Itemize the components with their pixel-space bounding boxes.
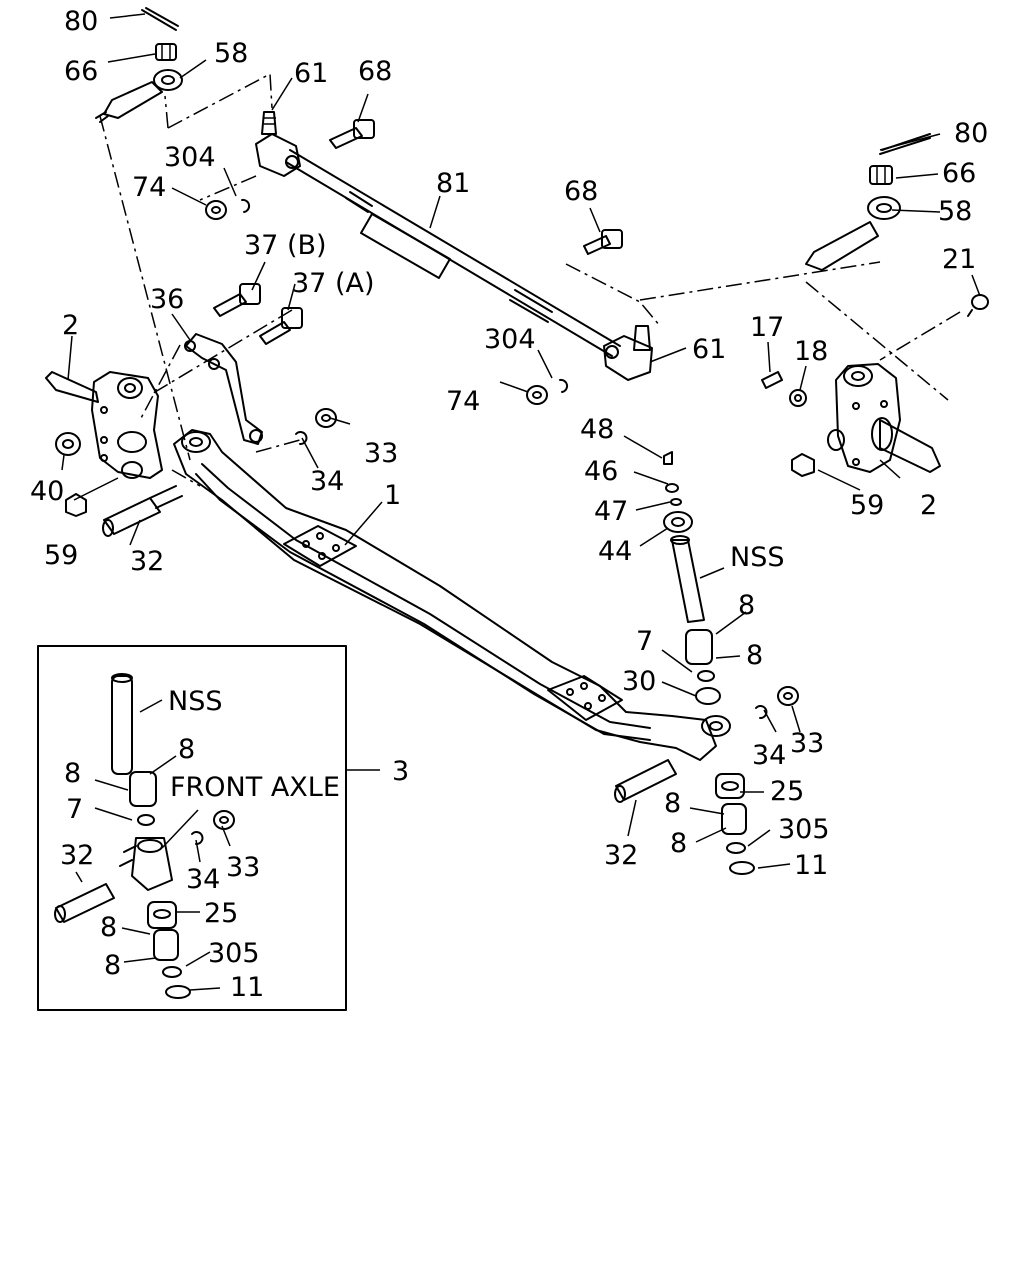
label-304-right: 304: [484, 324, 536, 355]
label-17: 17: [750, 312, 784, 343]
label-40: 40: [30, 476, 64, 507]
grease-nipple-21: [967, 294, 989, 317]
steering-knuckle-right: [827, 363, 941, 473]
label-80-left: 80: [64, 6, 98, 37]
cotter-pin-80-right: [879, 133, 931, 155]
front-axle-inset: [37, 645, 347, 1011]
clamp-nut-74-left: [205, 200, 227, 220]
tie-rod-end-61-left: [255, 111, 301, 177]
castle-nut-66-right: [869, 165, 893, 185]
label-3: 3: [392, 756, 409, 787]
tie-rod-end-61-right: [603, 325, 653, 381]
label-305-right: 305: [778, 814, 830, 845]
label-68-right: 68: [564, 176, 598, 207]
king-pin-stack-right: [614, 451, 799, 875]
nut-18: [789, 389, 807, 407]
label-nss-inset: NSS: [168, 686, 222, 717]
label-32-right: 32: [604, 840, 638, 871]
bolt-17: [761, 371, 783, 389]
label-305-inset: 305: [208, 938, 260, 969]
label-8-inset-b: 8: [64, 758, 81, 789]
cotter-bolt-32-left: [102, 485, 183, 537]
label-74-left: 74: [132, 172, 166, 203]
leader-lines: [61, 13, 981, 991]
label-11-inset: 11: [230, 972, 264, 1003]
label-8-inset-d: 8: [104, 950, 121, 981]
label-61-left: 61: [294, 58, 328, 89]
bolt-68-left: [329, 119, 375, 149]
bolt-37b: [213, 283, 261, 317]
label-80-right: 80: [954, 118, 988, 149]
label-81: 81: [436, 168, 470, 199]
label-25-right: 25: [770, 776, 804, 807]
steering-arm-36: [184, 333, 263, 445]
label-34-left: 34: [310, 466, 344, 497]
label-8-inset-c: 8: [100, 912, 117, 943]
inset-title: FRONT AXLE: [170, 772, 340, 803]
label-33-inset: 33: [226, 852, 260, 883]
cotter-pin-80-left: [141, 7, 179, 31]
label-8-right-d: 8: [670, 828, 687, 859]
tie-rod-end-left: [95, 69, 183, 123]
label-32-inset: 32: [60, 840, 94, 871]
label-18: 18: [794, 336, 828, 367]
nut-33-left: [315, 408, 337, 428]
label-36: 36: [150, 284, 184, 315]
callout-labels: 80 66 58 61 68 304 74 81 37 (B) 37 (A) 3…: [30, 6, 988, 1003]
label-8-right-c: 8: [664, 788, 681, 819]
label-59-left: 59: [44, 540, 78, 571]
bolt-68-right: [583, 229, 623, 255]
tie-rod-end-right: [805, 196, 901, 271]
label-2-right: 2: [920, 490, 937, 521]
label-2-left: 2: [62, 310, 79, 341]
label-nss-right: NSS: [730, 542, 784, 573]
label-34-inset: 34: [186, 864, 220, 895]
label-46: 46: [584, 456, 618, 487]
clamp-nut-74-right: [526, 385, 548, 405]
label-58-left: 58: [214, 38, 248, 69]
label-8-inset-a: 8: [178, 734, 195, 765]
label-74-right: 74: [446, 386, 480, 417]
steering-knuckle-left: [45, 371, 163, 479]
label-11-right: 11: [794, 850, 828, 881]
label-304-left: 304: [164, 142, 216, 173]
washer-304-right: [559, 378, 569, 393]
label-58-right: 58: [938, 196, 972, 227]
label-48: 48: [580, 414, 614, 445]
label-61-right: 61: [692, 334, 726, 365]
label-32-left: 32: [130, 546, 164, 577]
label-7-right: 7: [636, 626, 653, 657]
label-66-right: 66: [942, 158, 976, 189]
label-1: 1: [384, 480, 401, 511]
washer-34-left: [295, 431, 308, 445]
label-37b: 37 (B): [244, 230, 327, 261]
label-66-left: 66: [64, 56, 98, 87]
label-7-inset: 7: [66, 794, 83, 825]
bolt-37a: [259, 307, 303, 345]
axle-beam-1: [173, 429, 731, 761]
label-68-left: 68: [358, 56, 392, 87]
label-33-left: 33: [364, 438, 398, 469]
tie-rod-81: [285, 149, 621, 357]
label-44: 44: [598, 536, 632, 567]
label-8-right-a: 8: [738, 590, 755, 621]
label-8-right-b: 8: [746, 640, 763, 671]
nut-40: [55, 432, 81, 456]
label-47: 47: [594, 496, 628, 527]
nut-59-left: [65, 493, 87, 517]
washer-304-left: [241, 198, 251, 213]
label-34-right: 34: [752, 740, 786, 771]
label-30: 30: [622, 666, 656, 697]
label-33-right: 33: [790, 728, 824, 759]
label-25-inset: 25: [204, 898, 238, 929]
label-21: 21: [942, 244, 976, 275]
castle-nut-66-left: [155, 43, 177, 61]
nut-59-right: [791, 453, 815, 477]
label-59-right: 59: [850, 490, 884, 521]
label-37a: 37 (A): [292, 268, 374, 299]
